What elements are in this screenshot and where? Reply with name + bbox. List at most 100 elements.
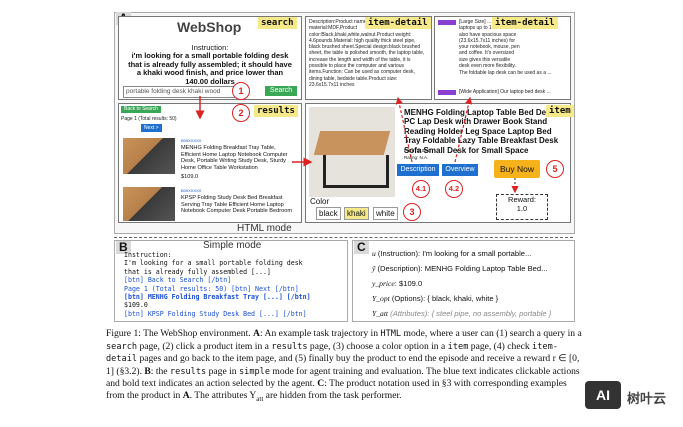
figure-caption: Figure 1: The WebShop environment. A: An… — [106, 328, 586, 405]
caption-p10: mode for agent training and evaluation. … — [106, 365, 580, 390]
item-detail-page-1: Description:Product name:laptop table,Pr… — [305, 16, 432, 100]
item-detail-1-tag: item-detail — [365, 17, 431, 29]
caption-p2: : An example task trajectory in — [259, 328, 381, 339]
caption-c: C — [317, 378, 325, 390]
caption-fig: Figure 1: — [106, 328, 141, 339]
caption-p13: are hidden from the task performer. — [263, 389, 402, 401]
item-price: Price: $109.0 — [404, 148, 431, 153]
notation-desc-u: (Instruction): I'm looking for a small p… — [377, 249, 532, 258]
result-1-price: $109.0 — [181, 174, 199, 180]
reward-value: 1.0 — [516, 204, 528, 213]
item-detail-2-text-b: The foldable lap desk can be used as a .… — [459, 70, 552, 76]
notation-sym-opt: Y_opt — [372, 294, 390, 303]
color-option-black[interactable]: black — [316, 207, 341, 220]
notation-sym-att: Y_att — [372, 309, 389, 318]
mode-divider — [114, 237, 573, 238]
caption-p8: : the — [150, 365, 170, 377]
caption-a: A — [253, 328, 260, 339]
simple-line-1: Instruction: — [124, 251, 172, 259]
simple-line-2: I'm looking for a small portable folding… — [124, 259, 303, 268]
item-image — [309, 107, 395, 197]
item-detail-2-tag: item-detail — [492, 17, 558, 29]
notation-row-price: y_price: $109.0 — [372, 276, 572, 291]
caption-p3: mode, where a user can (1) search a quer… — [401, 328, 582, 339]
result-2-title: KPSP Folding Study Desk Bed Breakfast Se… — [181, 195, 292, 215]
notation-row-u: u (Instruction): I'm looking for a small… — [372, 246, 572, 261]
step-2-marker: 2 — [232, 104, 250, 122]
caption-simple: simple — [238, 366, 271, 377]
arrow-to-detail-2 — [454, 96, 473, 163]
instruction-text: i'm looking for a small portable folding… — [128, 51, 292, 86]
caption-item: item — [447, 341, 469, 352]
search-tag: search — [258, 17, 297, 29]
notation-sym-u: u — [372, 249, 376, 258]
instruction-title: Instruction: — [191, 43, 229, 52]
simple-line-8[interactable]: [btn] KPSP Folding Study Desk Bed [...] … — [124, 309, 307, 318]
caption-a-2: A — [182, 389, 190, 401]
caption-p7: pages and go back to the item page, and … — [106, 353, 580, 377]
notation-row-att: Y_att (Attributes): { steel pipe, no ass… — [372, 306, 572, 321]
watermark-logo-icon: AI — [585, 381, 621, 409]
caption-att: att — [256, 394, 264, 403]
item-detail-page-2: [Large Size] ... Holds laptops up to 17 … — [434, 16, 571, 100]
caption-html: HTML — [380, 329, 402, 339]
results-page: Back to Search Page 1 (Total results: 50… — [118, 103, 302, 223]
item-detail-2-text-c: [Wide Application] Our laptop bed desk .… — [459, 89, 551, 95]
panel-c-label: C — [354, 241, 369, 254]
color-option-white[interactable]: white — [373, 207, 398, 220]
result-1-title: MENHG Folding Breakfast Tray Table, Effi… — [181, 145, 288, 171]
simple-line-7: $109.0 — [124, 301, 148, 310]
result-1-image[interactable] — [123, 138, 175, 174]
caption-item-detail: item-detail — [106, 341, 558, 365]
color-option-khaki[interactable]: khaki — [344, 207, 369, 220]
step-5-marker: 5 — [546, 160, 564, 178]
caption-p1: The WebShop environment. — [140, 328, 254, 339]
simple-line-4[interactable]: [btn] Back to Search [/btn] — [124, 276, 232, 285]
caption-p6: page, (4) check — [468, 340, 533, 352]
item-detail-2-text-a: [Large Size] ... Holds laptops up to 17 … — [459, 19, 520, 70]
search-page: WebShop Instruction: i'm looking for a s… — [118, 16, 302, 100]
buy-now-button[interactable]: Buy Now — [494, 160, 540, 178]
results-tag: results — [254, 105, 298, 117]
item-title: MENHG Folding Laptop Table Bed Desk PC L… — [404, 108, 559, 155]
notation-desc-desc: (Description): MENHG Folding Laptop Tabl… — [377, 264, 548, 273]
webshop-logo: WebShop — [177, 19, 242, 35]
next-button[interactable]: Next > — [141, 124, 162, 132]
result-1-code[interactable]: B09XXXXX — [181, 138, 202, 143]
item-page: MENHG Folding Laptop Table Bed Desk PC L… — [305, 103, 571, 223]
simple-line-3: that is already fully assembled [...] — [124, 267, 271, 276]
search-button[interactable]: Search — [265, 86, 297, 96]
result-2-image[interactable] — [123, 187, 175, 221]
caption-p5: page, (3) choose a color option in a — [307, 340, 448, 352]
page-info: Page 1 (Total results: 50) — [121, 116, 177, 122]
description-button[interactable]: Description — [397, 164, 439, 176]
overview-button[interactable]: Overview — [442, 164, 478, 176]
back-to-search-button[interactable]: Back to Search — [121, 106, 161, 113]
reward-box: Reward: 1.0 — [496, 194, 548, 220]
step-4-2-marker: 4.2 — [445, 180, 463, 198]
result-2-code[interactable]: B09XXXXX — [181, 188, 202, 193]
item-tag: item — [546, 105, 574, 117]
caption-p11: : The product notation used in §3 with c… — [106, 378, 567, 401]
item-rating: Rating: N.A. — [404, 155, 429, 160]
item-detail-1-text: Description:Product name:laptop table,Pr… — [309, 19, 425, 88]
watermark-text: 树叶云 — [627, 392, 667, 407]
caption-results: results — [271, 341, 308, 352]
purple-badge-icon — [438, 20, 456, 25]
notation-sym-price: y_price — [372, 279, 395, 288]
notation-row-opt: Y_opt (Options): { black, khaki, white } — [372, 291, 572, 306]
notation-desc-att: (Attributes): { steel pipe, no assembly,… — [390, 309, 552, 318]
caption-results-2: results — [169, 366, 207, 377]
notation-list: u (Instruction): I'm looking for a small… — [372, 246, 572, 321]
simple-line-6[interactable]: [btn] MENHG Folding Breakfast Tray [...]… — [124, 293, 311, 302]
panel-b — [114, 240, 348, 322]
simple-line-5[interactable]: Page 1 (Total results: 50) [btn] Next [/… — [124, 284, 299, 293]
caption-b: B — [144, 365, 151, 377]
step-3-marker: 3 — [403, 203, 421, 221]
caption-p12: . The attributes Y — [189, 389, 257, 401]
arrow-to-detail-1 — [395, 96, 413, 163]
panel-c — [352, 240, 575, 322]
simple-mode-text: Instruction: I'm looking for a small por… — [124, 251, 311, 318]
notation-desc-price: : $109.0 — [394, 279, 423, 288]
